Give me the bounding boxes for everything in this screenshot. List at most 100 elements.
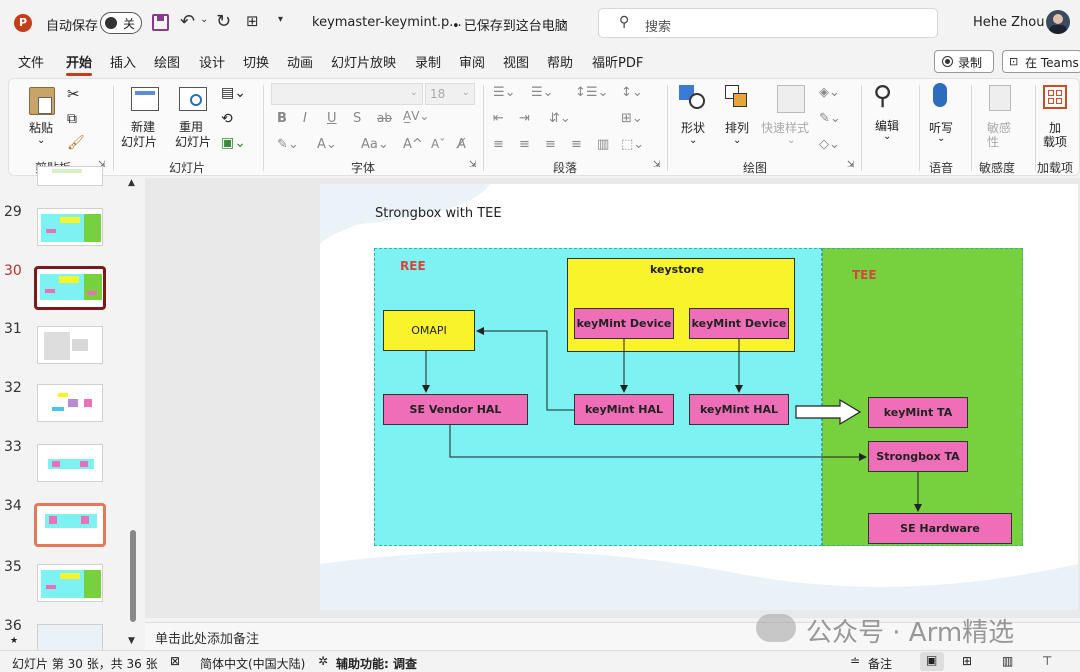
addins-label-2[interactable]: 载项 bbox=[1043, 135, 1068, 149]
arrange-label[interactable]: 排列 bbox=[725, 121, 750, 135]
drawing-launcher-icon[interactable]: ⇲ bbox=[847, 160, 855, 170]
quick-style-icon[interactable] bbox=[777, 85, 805, 113]
notes-button[interactable]: 备注 bbox=[868, 657, 893, 671]
smartart-icon[interactable]: ⬚⌄ bbox=[621, 137, 645, 152]
user-name[interactable]: Hehe Zhou bbox=[973, 15, 1045, 30]
slide-title[interactable]: Strongbox with TEE bbox=[375, 206, 502, 221]
slide-sorter-icon[interactable]: ⊞ bbox=[962, 654, 973, 668]
sensitivity-label-2[interactable]: 性 bbox=[987, 135, 1000, 149]
shape-outline-icon[interactable]: ✎⌄ bbox=[819, 111, 841, 126]
menu-review[interactable]: 审阅 bbox=[459, 56, 486, 71]
bold-icon[interactable]: B bbox=[277, 111, 287, 126]
customize-toolbar-icon[interactable]: ▾ bbox=[278, 14, 284, 25]
bullets-icon[interactable]: ☰⌄ bbox=[493, 85, 516, 100]
justify-icon[interactable]: ≡ bbox=[571, 137, 582, 152]
section-icon[interactable]: ▣⌄ bbox=[221, 135, 246, 151]
shape-fill-icon[interactable]: ◈⌄ bbox=[819, 85, 840, 100]
sensitivity-icon[interactable] bbox=[989, 85, 1011, 111]
paragraph-launcher-icon[interactable]: ⇲ bbox=[653, 160, 661, 170]
scrollbar-thumb[interactable] bbox=[130, 530, 136, 622]
keymint-device-box-1[interactable]: keyMint Device bbox=[574, 308, 674, 339]
presentation-icon[interactable]: ⊞ bbox=[246, 12, 259, 30]
slide-thumbnail[interactable] bbox=[37, 444, 103, 482]
edit-label[interactable]: 编辑 bbox=[875, 119, 900, 133]
omapi-box[interactable]: OMAPI bbox=[383, 310, 475, 351]
font-color-icon[interactable]: A⌄ bbox=[317, 137, 337, 152]
se-vendor-hal-box[interactable]: SE Vendor HAL bbox=[383, 394, 528, 425]
avatar[interactable] bbox=[1046, 10, 1070, 34]
new-slide-label-2[interactable]: 幻灯片 bbox=[121, 135, 158, 149]
microphone-icon[interactable] bbox=[933, 83, 947, 107]
reuse-slide-label-1[interactable]: 重用 bbox=[179, 120, 204, 134]
text-direction-icon[interactable]: ⇵⌄ bbox=[549, 111, 571, 126]
chevron-down-icon[interactable]: ⌄ bbox=[560, 14, 570, 27]
decrease-indent-icon[interactable]: ⇤ bbox=[493, 111, 504, 126]
quick-style-dropdown-icon[interactable]: ⌄ bbox=[787, 135, 796, 146]
slide[interactable]: Strongbox with TEE REE TEE keystore keyM… bbox=[320, 184, 1078, 610]
menu-foxit-pdf[interactable]: 福昕PDF bbox=[592, 56, 644, 71]
slide-thumbnail[interactable] bbox=[37, 384, 103, 422]
shadow-icon[interactable]: S bbox=[353, 111, 362, 126]
accessibility-icon[interactable]: ✲ bbox=[318, 654, 329, 668]
font-grow-icon[interactable]: A^ bbox=[403, 137, 423, 152]
undo-icon[interactable]: ↶ bbox=[180, 11, 196, 32]
arrange-dropdown-icon[interactable]: ⌄ bbox=[733, 135, 742, 146]
italic-icon[interactable]: I bbox=[303, 111, 307, 126]
record-button[interactable]: 录制 bbox=[934, 50, 994, 73]
strikethrough-icon[interactable]: ab bbox=[377, 111, 392, 125]
keymint-ta-box[interactable]: keyMint TA bbox=[868, 397, 968, 428]
scroll-up-icon[interactable]: ▲ bbox=[128, 178, 135, 188]
scroll-down-icon[interactable]: ▼ bbox=[128, 636, 135, 646]
align-right-icon[interactable]: ≡ bbox=[545, 137, 556, 152]
file-name[interactable]: keymaster-keymint.p... bbox=[312, 15, 462, 30]
slide-thumbnail-selected[interactable] bbox=[34, 266, 106, 310]
dictate-dropdown-icon[interactable]: ⌄ bbox=[937, 133, 946, 144]
align-left-icon[interactable]: ≡ bbox=[493, 137, 504, 152]
menu-home[interactable]: 开始 bbox=[66, 52, 93, 76]
slide-thumbnail[interactable] bbox=[37, 564, 103, 602]
menu-view[interactable]: 视图 bbox=[503, 56, 530, 71]
se-hardware-box[interactable]: SE Hardware bbox=[868, 513, 1012, 544]
copy-icon[interactable]: ⧉ bbox=[67, 111, 77, 127]
accessibility-status[interactable]: 辅助功能: 调查 bbox=[336, 657, 417, 671]
autosave-toggle[interactable]: 关 bbox=[100, 12, 142, 34]
save-icon[interactable] bbox=[152, 14, 169, 31]
numbering-icon[interactable]: ☰⌄ bbox=[531, 85, 554, 100]
paste-dropdown-icon[interactable]: ⌄ bbox=[37, 135, 46, 146]
shapes-label[interactable]: 形状 bbox=[681, 121, 706, 135]
paste-icon[interactable] bbox=[29, 87, 55, 115]
slideshow-icon[interactable]: ⊤ bbox=[1042, 654, 1053, 668]
slide-thumbnail[interactable] bbox=[37, 624, 103, 654]
clear-format-icon[interactable]: A̸ bbox=[457, 137, 466, 152]
sensitivity-label-1[interactable]: 敏感 bbox=[987, 121, 1012, 135]
new-slide-icon[interactable] bbox=[131, 87, 159, 111]
font-family-select[interactable]: ⌄ bbox=[271, 83, 423, 105]
slide-info[interactable]: 幻灯片 第 30 张，共 36 张 bbox=[12, 657, 158, 671]
keymint-device-box-2[interactable]: keyMint Device bbox=[689, 308, 789, 339]
underline-icon[interactable]: U bbox=[327, 111, 337, 126]
notes-icon[interactable]: ≐ bbox=[850, 654, 861, 668]
font-launcher-icon[interactable]: ⇲ bbox=[469, 160, 477, 170]
slide-thumbnail[interactable] bbox=[34, 503, 106, 547]
change-case-icon[interactable]: Aa⌄ bbox=[361, 137, 389, 152]
menu-animations[interactable]: 动画 bbox=[287, 56, 314, 71]
menu-record[interactable]: 录制 bbox=[415, 56, 442, 71]
font-shrink-icon[interactable]: Aˇ bbox=[431, 137, 446, 151]
menu-design[interactable]: 设计 bbox=[199, 56, 226, 71]
edit-dropdown-icon[interactable]: ⌄ bbox=[883, 131, 892, 142]
teams-button[interactable]: ⊡ 在 Teams bbox=[1002, 50, 1080, 73]
align-center-icon[interactable]: ≡ bbox=[519, 137, 530, 152]
char-spacing-icon[interactable]: A̲V⌄ bbox=[403, 109, 430, 123]
reuse-slide-label-2[interactable]: 幻灯片 bbox=[175, 135, 212, 149]
slide-thumbnail[interactable] bbox=[37, 166, 103, 186]
sort-icon[interactable]: ↕⌄ bbox=[621, 85, 643, 100]
spellcheck-icon[interactable]: ⊠ bbox=[170, 654, 181, 668]
new-slide-label-1[interactable]: 新建 bbox=[131, 120, 156, 134]
increase-indent-icon[interactable]: ⇥ bbox=[519, 111, 530, 126]
menu-transitions[interactable]: 切换 bbox=[243, 56, 270, 71]
search-box[interactable]: ⚲ 搜索 bbox=[598, 8, 938, 38]
font-size-select[interactable]: 18 ⌄ bbox=[425, 83, 475, 105]
shapes-icon[interactable] bbox=[679, 85, 707, 111]
keymint-hal-box-1[interactable]: keyMint HAL bbox=[574, 394, 674, 425]
reading-view-icon[interactable]: ▥ bbox=[1002, 654, 1014, 668]
